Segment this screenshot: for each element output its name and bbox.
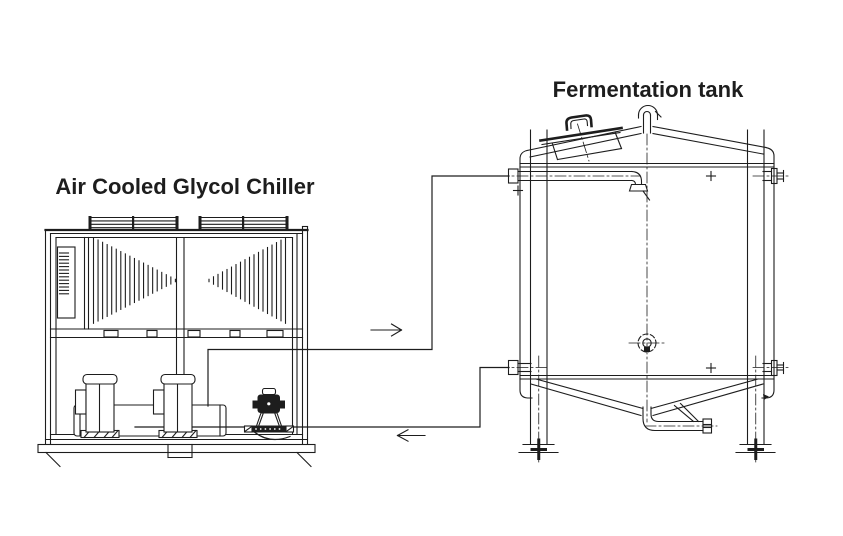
glycol-return-nozzle [497, 359, 550, 376]
compressor-left [74, 373, 120, 439]
louver-panel [56, 246, 76, 319]
fan-grille-left [88, 216, 179, 230]
manway [539, 114, 623, 162]
fan-grille-right [198, 216, 289, 230]
tank-label: Fermentation tank [553, 77, 744, 102]
tank-leg-left [518, 129, 559, 463]
condenser-fins-left [92, 237, 176, 324]
compressor-right [152, 373, 198, 439]
fermentation-tank-drawing [497, 104, 790, 463]
glycol-return-pipe [134, 366, 510, 428]
flow-arrow-return [396, 429, 426, 442]
flow-arrow-supply [370, 323, 403, 337]
side-lug-top-right [705, 167, 790, 185]
glycol-supply-pipe [207, 175, 510, 407]
tank-bottom-cone [530, 378, 764, 417]
vent-elbow [637, 104, 662, 134]
glycol-piping [134, 175, 510, 428]
chiller-label: Air Cooled Glycol Chiller [55, 174, 315, 199]
condenser-fins-right [208, 237, 287, 324]
tank-leg-right [735, 129, 776, 463]
side-lug-bottom-right [705, 359, 790, 377]
glycol-inlet-nozzle [497, 168, 651, 201]
glycol-pump [243, 387, 295, 441]
chiller-cabinet-frame [44, 225, 309, 446]
sample-port [628, 333, 666, 353]
drain-pipe [642, 402, 718, 434]
